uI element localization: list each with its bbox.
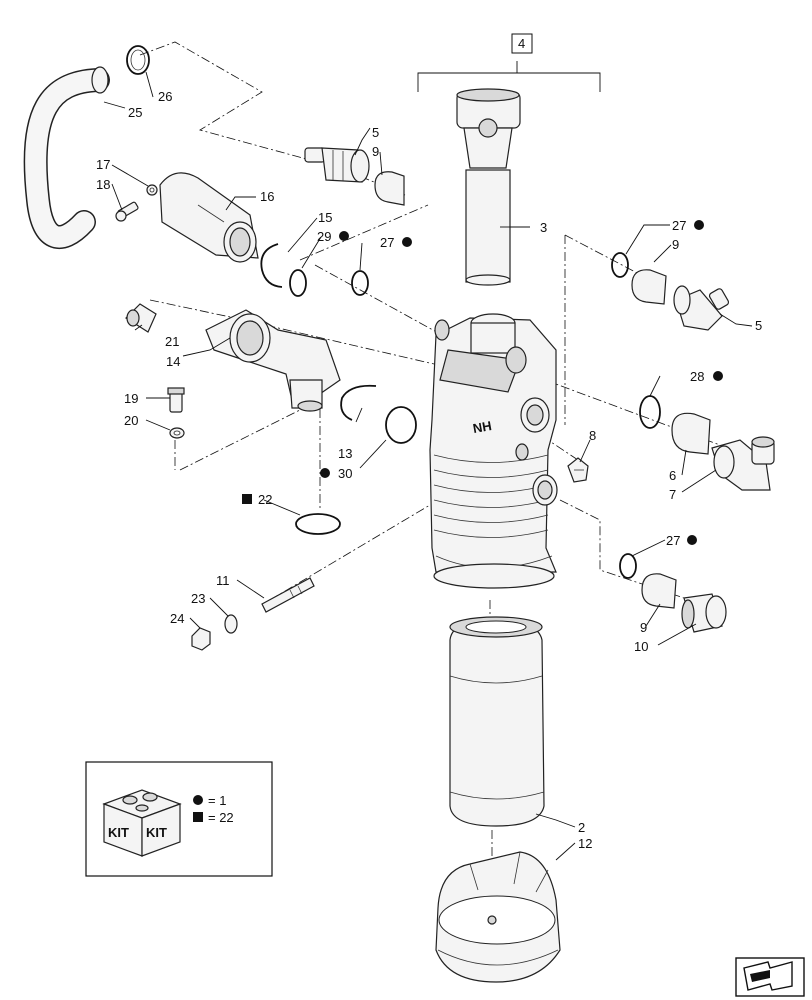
elbow-fitting-5-right (673, 285, 730, 331)
kit-box-icon: KIT KIT (102, 789, 182, 857)
next-page-arrow-icon[interactable] (735, 957, 805, 997)
callout-9-top: 9 (372, 144, 379, 159)
o-ring-28 (639, 395, 661, 429)
callout-2: 2 (578, 820, 585, 835)
bowl-12 (435, 851, 561, 983)
hose-25 (23, 66, 110, 249)
callout-4: 4 (518, 36, 525, 51)
callout-13: 13 (338, 446, 352, 461)
clip-9-upper-right (631, 269, 667, 305)
callout-5-top: 5 (372, 125, 379, 140)
filter-element-2 (449, 616, 545, 827)
kit-circle-marker-28 (713, 371, 723, 381)
washer-17 (146, 184, 158, 196)
callout-29: 29 (317, 229, 331, 244)
washer-23 (224, 614, 238, 634)
clip-9-top (374, 171, 405, 206)
kit-circle-marker-27-lower-right (687, 535, 697, 545)
callout-17: 17 (96, 157, 110, 172)
elbow-16 (159, 172, 259, 263)
washer-20 (169, 427, 185, 439)
callout-14: 14 (166, 354, 180, 369)
kit-label-left: KIT (108, 825, 129, 840)
callout-27-top: 27 (380, 235, 394, 250)
callout-23: 23 (191, 591, 205, 606)
legend-square-entry: = 22 (208, 810, 234, 825)
callout-28: 28 (690, 369, 704, 384)
callout-12: 12 (578, 836, 592, 851)
filler-cap-3 (456, 88, 521, 286)
legend-circle-marker (193, 795, 203, 805)
callout-30: 30 (338, 466, 352, 481)
kit-legend: KIT KIT = 1 = 22 (85, 761, 273, 877)
plug-10 (681, 593, 727, 633)
callout-3: 3 (540, 220, 547, 235)
nut-24 (191, 627, 211, 651)
callout-15: 15 (318, 210, 332, 225)
elbow-fitting-7 (711, 436, 775, 491)
kit-circle-marker-30 (320, 468, 330, 478)
callout-20: 20 (124, 413, 138, 428)
snap-ring-13 (340, 384, 377, 421)
kit-circle-marker-27-upper-right (694, 220, 704, 230)
callout-18: 18 (96, 177, 110, 192)
callout-26: 26 (158, 89, 172, 104)
bolt-18 (115, 201, 139, 222)
callout-16: 16 (260, 189, 274, 204)
clip-9-lower-right (641, 573, 677, 609)
kit-label-right: KIT (146, 825, 167, 840)
o-ring-30 (385, 406, 417, 444)
callout-8: 8 (589, 428, 596, 443)
callout-6: 6 (669, 468, 676, 483)
filter-housing: NH (429, 313, 558, 589)
fitting-8 (567, 457, 589, 483)
callout-9-upper-right: 9 (672, 237, 679, 252)
o-ring-27-upper-right (611, 252, 629, 278)
sensor-21 (125, 303, 157, 333)
legend-circle-entry: = 1 (208, 793, 226, 808)
callout-27-upper-right: 27 (672, 218, 686, 233)
stud-11 (261, 577, 315, 613)
clip-6 (671, 412, 711, 455)
callout-labels: 4 25 26 5 9 17 18 16 15 29 27 3 27 9 5 2… (96, 33, 762, 851)
callout-19: 19 (124, 391, 138, 406)
callout-22: 22 (258, 492, 272, 507)
callout-24: 24 (170, 611, 184, 626)
housing-logo: NH (472, 418, 493, 436)
callout-7: 7 (669, 487, 676, 502)
o-ring-22 (295, 513, 341, 535)
callout-9-lower-right: 9 (640, 620, 647, 635)
bolt-19 (167, 387, 185, 413)
kit-circle-marker-29 (339, 231, 349, 241)
fitting-5-top (304, 147, 370, 183)
callout-27-lower-right: 27 (666, 533, 680, 548)
o-ring-27-top (351, 270, 369, 296)
callout-21: 21 (165, 334, 179, 349)
kit-square-marker-22 (242, 494, 252, 504)
callout-5-right: 5 (755, 318, 762, 333)
callout-10: 10 (634, 639, 648, 654)
kit-circle-marker-27-top (402, 237, 412, 247)
hose-clamp-26 (126, 45, 150, 75)
snap-ring-15 (260, 243, 283, 288)
callout-4-box (511, 33, 533, 54)
bracket-4 (417, 61, 601, 92)
legend-square-marker (193, 812, 203, 822)
leader-lines (103, 71, 753, 861)
callout-25: 25 (128, 105, 142, 120)
callout-11: 11 (216, 573, 230, 588)
elbow-14 (205, 309, 341, 412)
o-ring-29 (289, 269, 307, 297)
o-ring-27-lower-right (619, 553, 637, 579)
